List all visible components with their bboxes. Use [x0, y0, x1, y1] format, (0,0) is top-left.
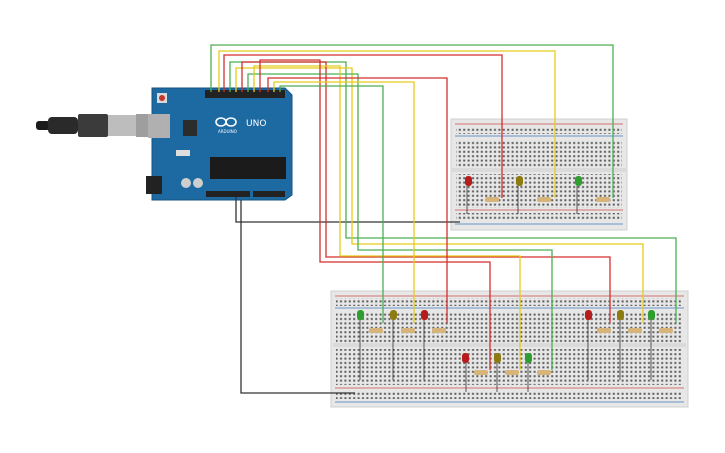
- wire-green-b1[interactable]: [229, 61, 677, 323]
- resistor[interactable]: [474, 370, 488, 375]
- resistor[interactable]: [369, 328, 383, 333]
- wire-red-top[interactable]: [223, 54, 503, 198]
- power-pin-header[interactable]: [206, 191, 250, 197]
- led-green[interactable]: [575, 176, 582, 214]
- resistor[interactable]: [659, 328, 673, 333]
- digital-pin-header[interactable]: [205, 90, 285, 98]
- led-red[interactable]: [421, 310, 428, 320]
- led-red[interactable]: [585, 310, 592, 320]
- wire-yellow-b2[interactable]: [253, 65, 521, 370]
- led-yellow[interactable]: [494, 353, 501, 363]
- led-red[interactable]: [462, 353, 469, 363]
- wire-yellow-b1[interactable]: [235, 67, 644, 323]
- power-jack: [146, 176, 162, 194]
- wire-yellow-top[interactable]: [218, 50, 556, 198]
- wire-yellow-b3[interactable]: [273, 81, 415, 323]
- arduino-logo-text: ARDUINO: [218, 129, 237, 134]
- usb-port: [148, 114, 170, 138]
- resistor[interactable]: [597, 328, 611, 333]
- breadboard-bottom[interactable]: [330, 290, 689, 408]
- wire-green-b3[interactable]: [279, 85, 384, 323]
- resistor[interactable]: [432, 328, 446, 333]
- resistor[interactable]: [537, 370, 551, 375]
- wire-red-b3[interactable]: [267, 77, 448, 323]
- top-board-components[interactable]: [465, 176, 610, 214]
- led-yellow[interactable]: [516, 176, 523, 214]
- resistor[interactable]: [401, 328, 415, 333]
- led-red[interactable]: [465, 176, 472, 214]
- ground-wire-bottom[interactable]: [240, 200, 355, 394]
- wire-green-top[interactable]: [210, 44, 614, 198]
- analog-pin-header[interactable]: [253, 191, 285, 197]
- wire-green-b2[interactable]: [247, 73, 553, 370]
- wires[interactable]: [210, 44, 677, 394]
- usb-cable[interactable]: [36, 114, 156, 137]
- led-yellow[interactable]: [390, 310, 397, 320]
- breadboard-top[interactable]: [450, 118, 628, 231]
- resistor[interactable]: [505, 370, 519, 375]
- atmega-chip: [210, 157, 286, 179]
- led-green[interactable]: [648, 310, 655, 320]
- ground-wire[interactable]: [235, 197, 460, 223]
- resistor[interactable]: [537, 197, 551, 202]
- led-green[interactable]: [357, 310, 364, 320]
- led-yellow[interactable]: [617, 310, 624, 320]
- resistor[interactable]: [596, 197, 610, 202]
- led-green[interactable]: [525, 353, 532, 363]
- infinity-logo-icon: [215, 117, 237, 127]
- model-text: UNO: [246, 119, 266, 129]
- arduino-uno-board[interactable]: ARDUINO UNO: [146, 87, 293, 201]
- wire-red-b1[interactable]: [241, 61, 611, 323]
- bottom-board-components[interactable]: [357, 310, 673, 392]
- resistor[interactable]: [485, 197, 499, 202]
- resistor[interactable]: [628, 328, 642, 333]
- wire-red-b2[interactable]: [259, 59, 491, 370]
